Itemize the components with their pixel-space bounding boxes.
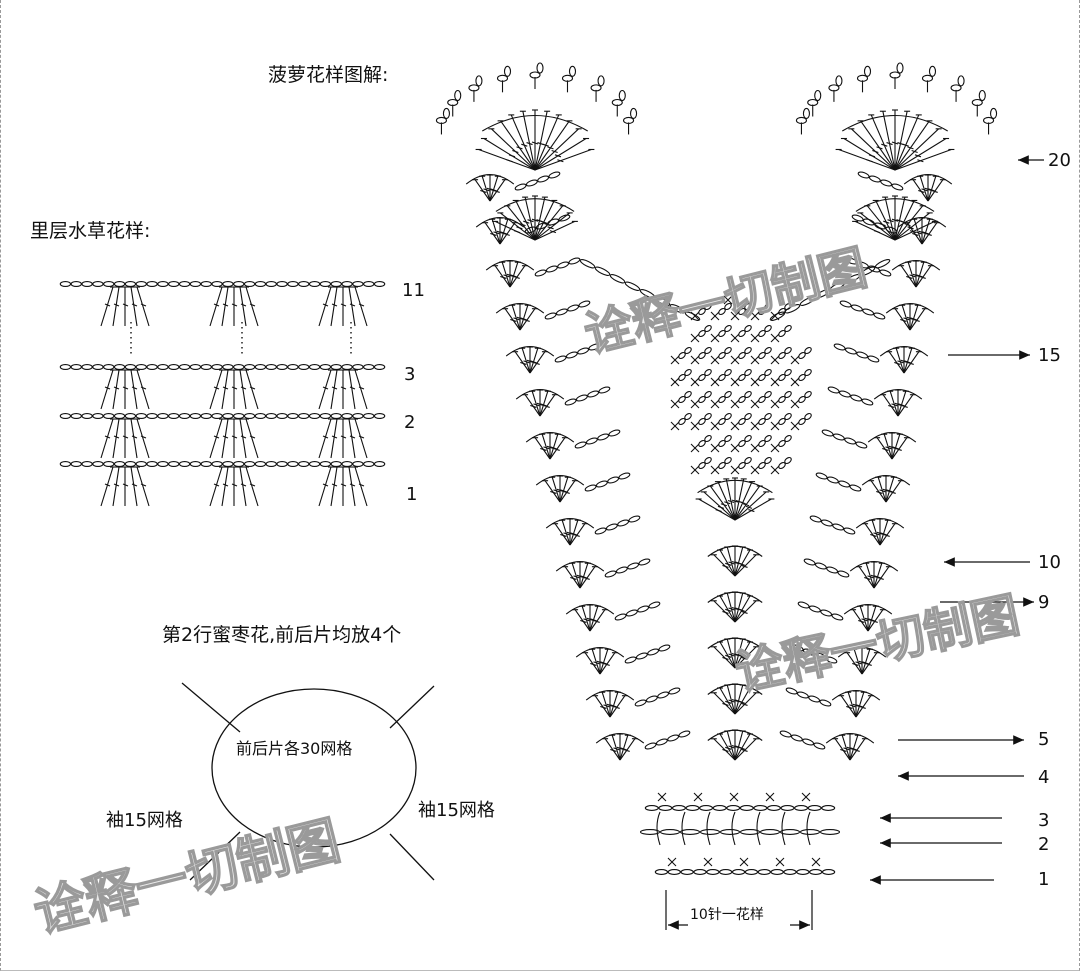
watermark-top: 诠释一切制图 — [579, 240, 872, 364]
raglan-line-br — [390, 834, 434, 880]
inner-dotted-connectors — [131, 322, 351, 356]
watermark-bottom-left: 诠释一切制图 — [29, 811, 346, 945]
pineapple-stitch-chart — [436, 63, 996, 874]
watermark-middle: 诠释一切制图 — [731, 587, 1024, 702]
watermarks: 诠释一切制图 诠释一切制图 诠释一切制图 — [29, 240, 1025, 945]
raglan-line-tl — [182, 683, 240, 732]
inner-layer-rows — [60, 282, 384, 506]
raglan-line-tr — [390, 686, 434, 728]
